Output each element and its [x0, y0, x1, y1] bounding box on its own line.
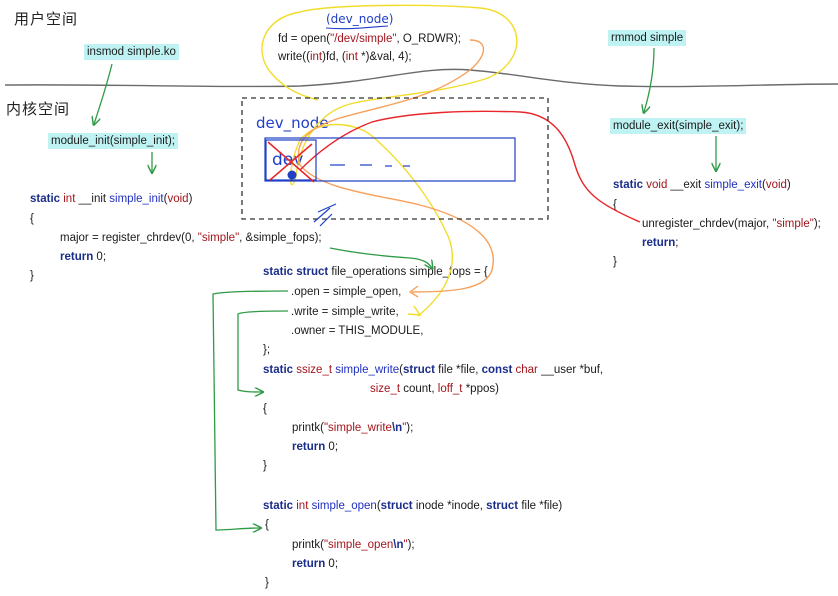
blue-slash-3 — [319, 213, 333, 227]
orange-arrowhead — [408, 285, 419, 298]
open-printk-line: printk("simple_open\n"); — [292, 539, 415, 551]
user-kernel-divider — [4, 68, 838, 88]
exit-return-line: return; — [642, 237, 679, 249]
init-return-line: return 0; — [60, 251, 107, 263]
write-signature: static ssize_t simple_write(struct file … — [263, 364, 604, 376]
open-return-line: return 0; — [292, 558, 339, 570]
exit-close-brace: } — [613, 256, 617, 268]
device-table-box — [264, 137, 516, 182]
blue-slash-1 — [317, 203, 337, 213]
user-space-label: 用户空间 — [14, 10, 79, 28]
init-signature: static int __init simple_init(void) — [30, 193, 193, 205]
write-signature-cont: size_t count, loff_t *ppos) — [370, 383, 499, 395]
module-init-call: module_init(simple_init); — [48, 133, 178, 149]
init-open-brace: { — [30, 213, 34, 225]
exit-unregister-line: unregister_chrdev(major, "simple"); — [642, 218, 821, 230]
yellow-loop-left — [261, 11, 319, 101]
blue-slash-2 — [313, 207, 331, 223]
blue-blob — [287, 170, 297, 180]
open-signature: static int simple_open(struct inode *ino… — [263, 500, 563, 512]
write-open-brace: { — [263, 403, 267, 415]
red-cross-2 — [269, 143, 313, 181]
device-slot-box — [265, 139, 317, 181]
dev-node-annotation: (dev_node) — [326, 12, 394, 26]
exit-open-brace: { — [613, 199, 617, 211]
red-unregister-path — [299, 110, 641, 223]
fops-owner-field: .owner = THIS_MODULE, — [291, 325, 424, 337]
user-write-line: write((int)fd, (int *)&val, 4); — [278, 51, 412, 63]
open-ref-bracket — [212, 290, 289, 530]
insmod-command: insmod simple.ko — [84, 44, 179, 60]
yellow-loop — [289, 4, 518, 317]
user-open-line: fd = open("/dev/simple", O_RDWR); — [278, 33, 461, 45]
fops-ref-arrow — [329, 247, 432, 268]
write-return-line: return 0; — [292, 441, 339, 453]
module-exit-call: module_exit(simple_exit); — [610, 118, 747, 134]
yellow-arrowhead — [407, 305, 422, 316]
write-close-brace: } — [263, 460, 267, 472]
dev-node-box-label: dev_node — [256, 114, 329, 132]
write-ref-bracket — [237, 310, 289, 392]
init-close-brace: } — [30, 270, 34, 282]
fops-open-field: .open = simple_open, — [291, 286, 402, 298]
exit-signature: static void __exit simple_exit(void) — [613, 179, 791, 191]
orange-open-path — [297, 39, 494, 293]
insmod-arrow — [94, 63, 113, 124]
kernel-space-label: 内核空间 — [6, 100, 71, 118]
dev-node-underline — [325, 25, 389, 30]
dev-node-dashed-box — [241, 97, 549, 220]
open-close-brace: } — [265, 577, 269, 589]
rmmod-arrow — [644, 47, 655, 112]
fops-write-field: .write = simple_write, — [291, 306, 399, 318]
fops-close: }; — [263, 344, 271, 356]
rmmod-command: rmmod simple — [608, 30, 687, 46]
write-printk-line: printk("simple_write\n"); — [292, 422, 414, 434]
init-register-line: major = register_chrdev(0, "simple", &si… — [60, 232, 322, 244]
open-open-brace: { — [265, 519, 269, 531]
